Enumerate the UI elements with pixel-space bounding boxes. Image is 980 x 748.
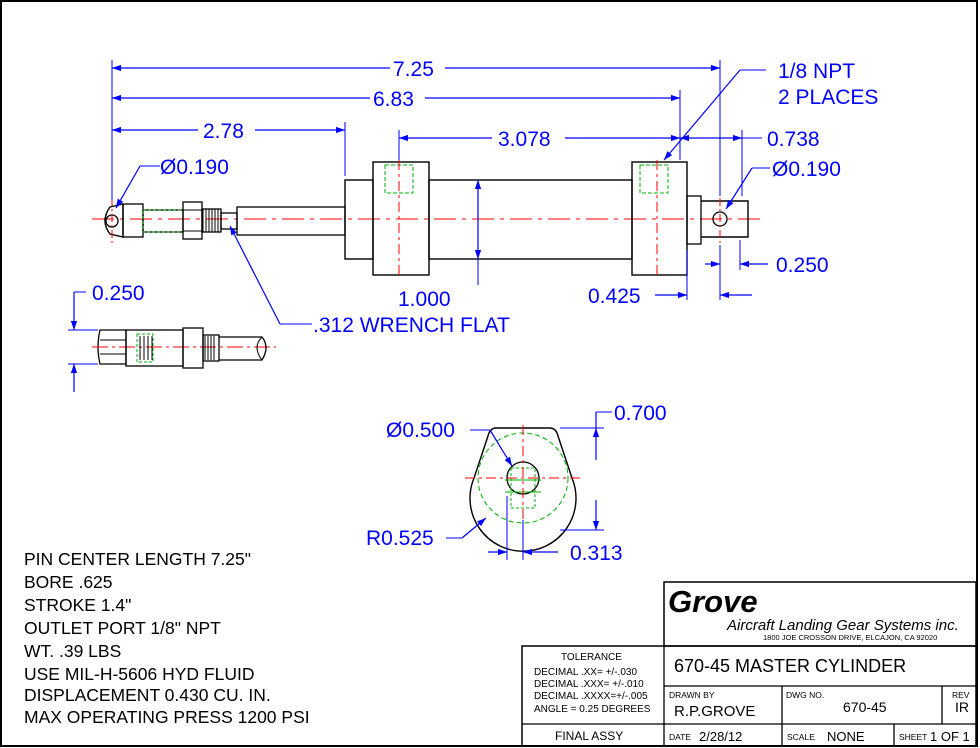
- title-block: Grove Aircraft Landing Gear Systems inc.…: [521, 581, 977, 747]
- dim-end-height: 0.700: [614, 402, 667, 425]
- note-outlet-port: OUTLET PORT 1/8" NPT: [24, 618, 221, 638]
- piston-rod: [236, 206, 346, 236]
- dim-end-bore: Ø0.500: [386, 419, 455, 442]
- date-label: DATE: [669, 732, 691, 742]
- sheet-label: SHEET: [899, 732, 927, 742]
- drawing-title: 670-45 MASTER CYLINDER: [674, 656, 906, 676]
- final-assy: FINAL ASSY: [555, 729, 623, 743]
- dwg-no-label: DWG NO.: [786, 690, 824, 700]
- date-value: 2/28/12: [699, 729, 742, 744]
- thread-lines: [202, 209, 219, 232]
- left-clevis-shank: [122, 203, 144, 238]
- end-view: [446, 411, 612, 560]
- scale-value: NONE: [827, 729, 865, 744]
- company-subtitle: Aircraft Landing Gear Systems inc.: [726, 617, 959, 634]
- drawn-by-value: R.P.GROVE: [674, 703, 755, 720]
- hex-nut: [182, 201, 203, 240]
- dim-port-qty: 2 PLACES: [778, 86, 878, 109]
- tolerance-line-1: DECIMAL .XX= +/-.030: [534, 667, 637, 678]
- right-tang: [701, 200, 749, 238]
- dim-right-pin-dia: Ø0.190: [772, 158, 841, 181]
- tolerance-line-2: DECIMAL .XXX= +/-.010: [534, 679, 644, 690]
- dim-2-78: 2.78: [203, 120, 244, 143]
- dim-port-size: 1/8 NPT: [778, 60, 855, 83]
- dim-left-pin-dia: Ø0.190: [160, 156, 229, 179]
- tolerance-line-4: ANGLE = 0.25 DEGREES: [534, 704, 651, 715]
- scale-label: SCALE: [787, 732, 815, 742]
- rev-value: IR: [955, 699, 969, 715]
- note-bore: BORE .625: [24, 572, 113, 592]
- dim-end-radius: R0.525: [366, 527, 434, 550]
- side-view-dimensions: [111, 60, 770, 325]
- drawn-by-label: DRAWN BY: [669, 690, 715, 700]
- note-displacement: DISPLACEMENT 0.430 CU. IN.: [24, 685, 271, 705]
- tolerance-line-3: DECIMAL .XXXX=+/-.005: [534, 691, 648, 702]
- right-port-hidden: [639, 164, 669, 194]
- left-clevis: [104, 203, 124, 238]
- wrench-flat: [220, 212, 238, 230]
- dim-6-83: 6.83: [373, 88, 414, 111]
- sheet-value: 1 OF 1: [930, 729, 970, 744]
- note-fluid: USE MIL-H-5606 HYD FLUID: [24, 664, 254, 684]
- clevis-top-view: [68, 291, 276, 392]
- threaded-rod: [142, 209, 184, 233]
- dimension-labels: 7.25 6.83 2.78 3.078 0.738 1/8 NPT 2 PLA…: [92, 58, 878, 565]
- dim-clevis-gap: 0.250: [92, 282, 145, 305]
- right-cap: [686, 195, 702, 245]
- dim-body-dia: 1.000: [398, 288, 451, 311]
- dim-flange-width: 0.425: [588, 285, 641, 308]
- spec-notes: PIN CENTER LENGTH 7.25" BORE .625 STROKE…: [24, 549, 310, 727]
- side-view: [92, 160, 765, 278]
- note-weight: WT. .39 LBS: [24, 641, 121, 661]
- dim-hole-offset: 0.313: [570, 542, 623, 565]
- dim-overall-length: 7.25: [393, 58, 434, 81]
- dim-wrench-flat: .312 WRENCH FLAT: [313, 314, 510, 337]
- tolerance-title: TOLERANCE: [561, 652, 622, 663]
- note-max-pressure: MAX OPERATING PRESS 1200 PSI: [24, 707, 310, 727]
- thread-hidden-lines: [142, 209, 184, 233]
- company-address: 1800 JOE CROSSON DRIVE, ELCAJON, CA 9202…: [763, 633, 937, 642]
- note-stroke: STROKE 1.4": [24, 595, 131, 615]
- rev-label: REV: [952, 690, 970, 700]
- dim-0-738: 0.738: [767, 128, 820, 151]
- note-pin-center: PIN CENTER LENGTH 7.25": [24, 549, 251, 569]
- company-logo: Grove: [668, 584, 758, 619]
- dim-right-end-width: 0.250: [776, 254, 829, 277]
- dim-3-078: 3.078: [498, 128, 551, 151]
- dwg-no-value: 670-45: [843, 699, 887, 715]
